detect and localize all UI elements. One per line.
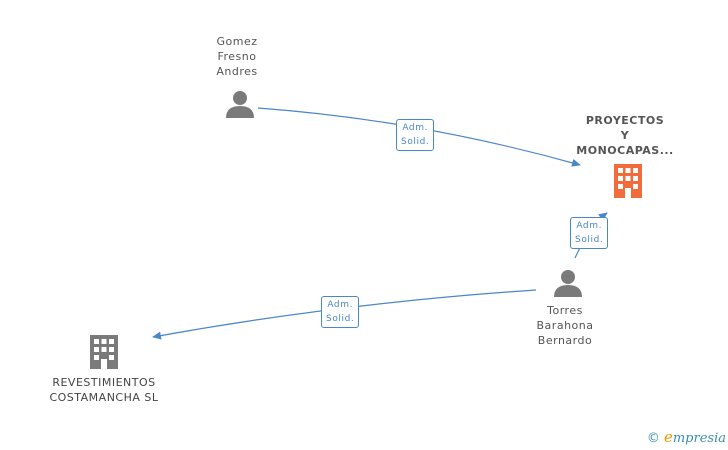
person-icon[interactable] [553,268,583,298]
person-icon[interactable] [225,89,255,119]
empresia-watermark: © empresia [647,428,726,446]
empresia-logo: empresia [663,428,726,446]
edge-label-gomez-proyectos: Adm. Solid. [396,119,435,151]
company-label-revestimientos[interactable]: REVESTIMIENTOS COSTAMANCHA SL [49,376,159,404]
edge-label-torres-proyectos: Adm. Solid. [570,217,609,249]
company-label-proyectos[interactable]: PROYECTOS Y MONOCAPAS... [576,114,674,157]
copyright-symbol: © [646,431,660,446]
building-icon[interactable] [89,335,119,369]
person-label-gomez[interactable]: Gomez Fresno Andres [216,35,258,78]
edge-label-torres-revestimientos: Adm. Solid. [321,296,360,328]
building-icon[interactable] [613,164,643,198]
person-label-torres[interactable]: Torres Barahona Bernardo [536,304,594,347]
